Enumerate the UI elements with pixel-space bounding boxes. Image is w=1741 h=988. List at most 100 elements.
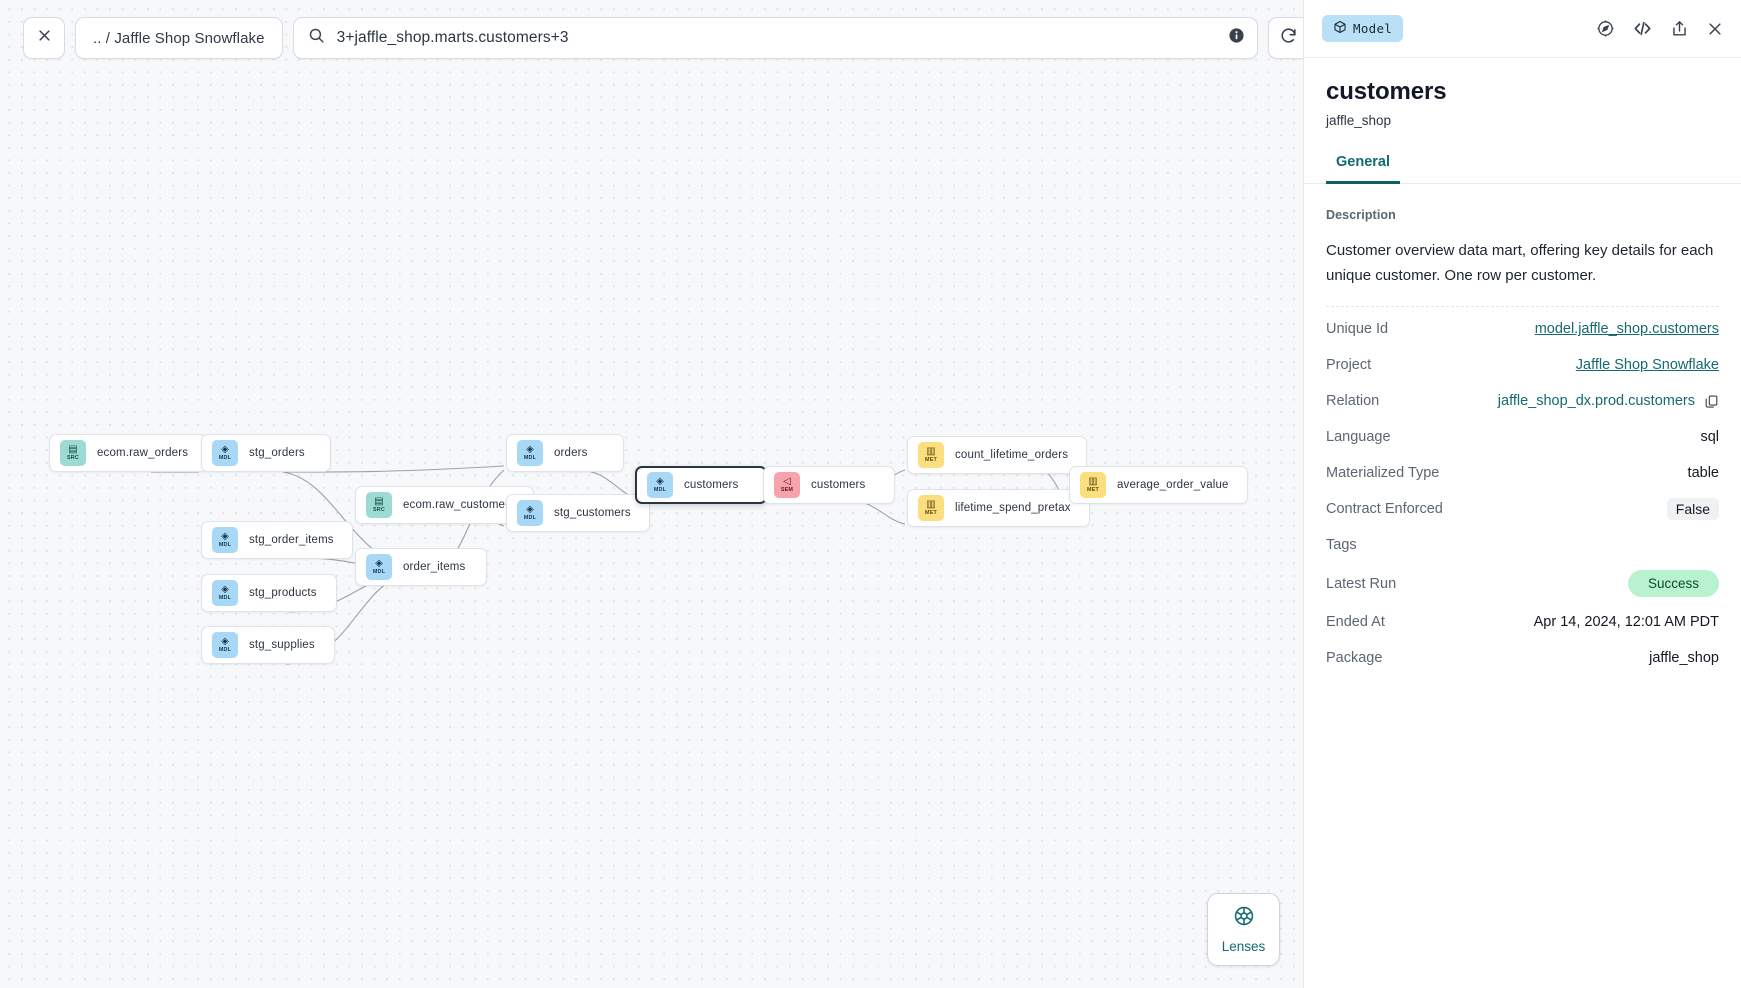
info-icon[interactable] [1228, 27, 1245, 49]
node-type-code: MET [925, 456, 937, 463]
lineage-node-stg_orders[interactable]: ◈MDL stg_orders [201, 434, 331, 472]
canvas-toolbar: .. / Jaffle Shop Snowflake 3+jaffle_shop… [23, 17, 1303, 59]
property-key: Materialized Type [1326, 465, 1440, 482]
section-divider [1326, 306, 1719, 308]
property-value: sql [1700, 429, 1719, 446]
share-icon[interactable] [1670, 19, 1689, 38]
property-link[interactable]: jaffle_shop_dx.prod.customers [1497, 393, 1695, 410]
compass-icon[interactable] [1596, 19, 1615, 38]
property-row-package: Package jaffle_shop [1326, 640, 1719, 676]
tab-general[interactable]: General [1326, 154, 1400, 184]
node-type-badge-met-icon: ▥MET [918, 442, 944, 468]
property-value-wrap: False [1666, 498, 1719, 521]
property-key: Relation [1326, 393, 1380, 410]
close-icon[interactable] [1706, 20, 1724, 38]
panel-content: Description Customer overview data mart,… [1304, 184, 1741, 988]
status-badge: False [1666, 498, 1719, 521]
property-value-wrap: Jaffle Shop Snowflake [1576, 357, 1719, 373]
panel-subtitle: jaffle_shop [1326, 113, 1392, 128]
lineage-node-customers_semantic[interactable]: ◁SEM customers [763, 466, 895, 504]
node-type-code: MDL [523, 454, 537, 461]
description-label: Description [1326, 208, 1396, 222]
property-key: Contract Enforced [1326, 501, 1443, 518]
node-type-badge-mdl-icon: ◈MDL [212, 440, 238, 466]
node-type-badge-met-icon: ▥MET [1080, 472, 1106, 498]
breadcrumb-label: .. / Jaffle Shop Snowflake [93, 29, 265, 47]
node-label: ecom.raw_customers [403, 499, 515, 511]
node-label: stg_orders [249, 447, 305, 459]
node-type-code: MET [1087, 486, 1099, 493]
close-button[interactable] [23, 17, 65, 59]
property-link[interactable]: Jaffle Shop Snowflake [1575, 357, 1719, 374]
property-key: Package [1326, 650, 1383, 667]
node-type-code: SEM [780, 486, 794, 493]
property-row-tags: Tags [1326, 527, 1719, 563]
node-type-code: MDL [218, 646, 232, 653]
lineage-node-stg_order_items[interactable]: ◈MDL stg_order_items [201, 521, 353, 559]
description-text: Customer overview data mart, offering ke… [1326, 242, 1714, 285]
status-badge: Success [1627, 570, 1719, 598]
lineage-node-count_lifetime_orders[interactable]: ▥MET count_lifetime_orders [907, 436, 1088, 474]
node-type-code: MDL [523, 514, 537, 521]
lineage-node-average_order_value[interactable]: ▥MET average_order_value [1069, 466, 1248, 504]
property-value: table [1687, 465, 1719, 482]
property-key: Tags [1326, 537, 1357, 554]
property-row-latest-run: Latest Run Success [1326, 563, 1719, 604]
node-label: customers [811, 479, 866, 491]
copy-icon[interactable] [1704, 394, 1719, 409]
node-type-code: SRC [373, 506, 385, 513]
node-type-badge-mdl-icon: ◈MDL [212, 527, 238, 553]
node-label: stg_order_items [249, 534, 334, 546]
node-label: customers [684, 479, 739, 491]
lineage-node-stg_supplies[interactable]: ◈MDL stg_supplies [201, 626, 335, 664]
property-value-wrap: table [1688, 465, 1719, 481]
cube-icon [1333, 20, 1347, 37]
property-value-wrap: Success [1627, 570, 1719, 598]
node-label: orders [554, 447, 588, 459]
code-icon[interactable] [1632, 18, 1653, 39]
panel-actions [1596, 18, 1724, 39]
node-type-badge-mdl-icon: ◈MDL [212, 580, 238, 606]
page-title: customers [1326, 78, 1447, 105]
property-key: Latest Run [1326, 575, 1397, 592]
resource-type-badge: Model [1322, 15, 1404, 42]
lenses-label: Lenses [1221, 939, 1266, 954]
resource-type-label: Model [1353, 21, 1393, 36]
lineage-node-ecom_raw_orders[interactable]: ▤SRC ecom.raw_orders [49, 434, 208, 472]
search-input[interactable]: 3+jaffle_shop.marts.customers+3 [336, 29, 569, 46]
panel-header: customers jaffle_shop [1304, 58, 1741, 128]
lenses-button[interactable]: Lenses [1207, 893, 1280, 966]
property-value-wrap: Apr 14, 2024, 12:01 AM PDT [1534, 614, 1719, 630]
panel-toolbar: Model [1304, 0, 1741, 58]
node-type-code: MDL [218, 541, 232, 548]
node-type-badge-src-icon: ▤SRC [60, 440, 86, 466]
node-type-code: MDL [218, 454, 232, 461]
node-label: average_order_value [1117, 479, 1229, 491]
breadcrumb[interactable]: .. / Jaffle Shop Snowflake [75, 17, 283, 59]
node-type-badge-met-icon: ▥MET [918, 495, 944, 521]
node-type-code: MET [925, 509, 937, 516]
node-label: stg_supplies [249, 639, 315, 651]
property-value-wrap: jaffle_shop_dx.prod.customers [1498, 393, 1719, 409]
node-label: count_lifetime_orders [955, 449, 1069, 461]
refresh-button[interactable] [1267, 17, 1303, 59]
lineage-search[interactable]: 3+jaffle_shop.marts.customers+3 [292, 17, 1258, 59]
property-link[interactable]: model.jaffle_shop.customers [1534, 321, 1719, 338]
property-value-wrap: model.jaffle_shop.customers [1535, 321, 1719, 337]
property-row-materialized-type: Materialized Type table [1326, 455, 1719, 491]
node-type-badge-mdl-icon: ◈MDL [212, 632, 238, 658]
property-value: Apr 14, 2024, 12:01 AM PDT [1533, 614, 1719, 631]
node-label: ecom.raw_orders [97, 447, 189, 459]
node-type-badge-mdl-icon: ◈MDL [517, 440, 543, 466]
node-type-badge-sem-icon: ◁SEM [774, 472, 800, 498]
lineage-node-orders[interactable]: ◈MDL orders [506, 434, 624, 472]
property-value-wrap: jaffle_shop [1649, 650, 1719, 666]
node-label: stg_customers [554, 507, 631, 519]
